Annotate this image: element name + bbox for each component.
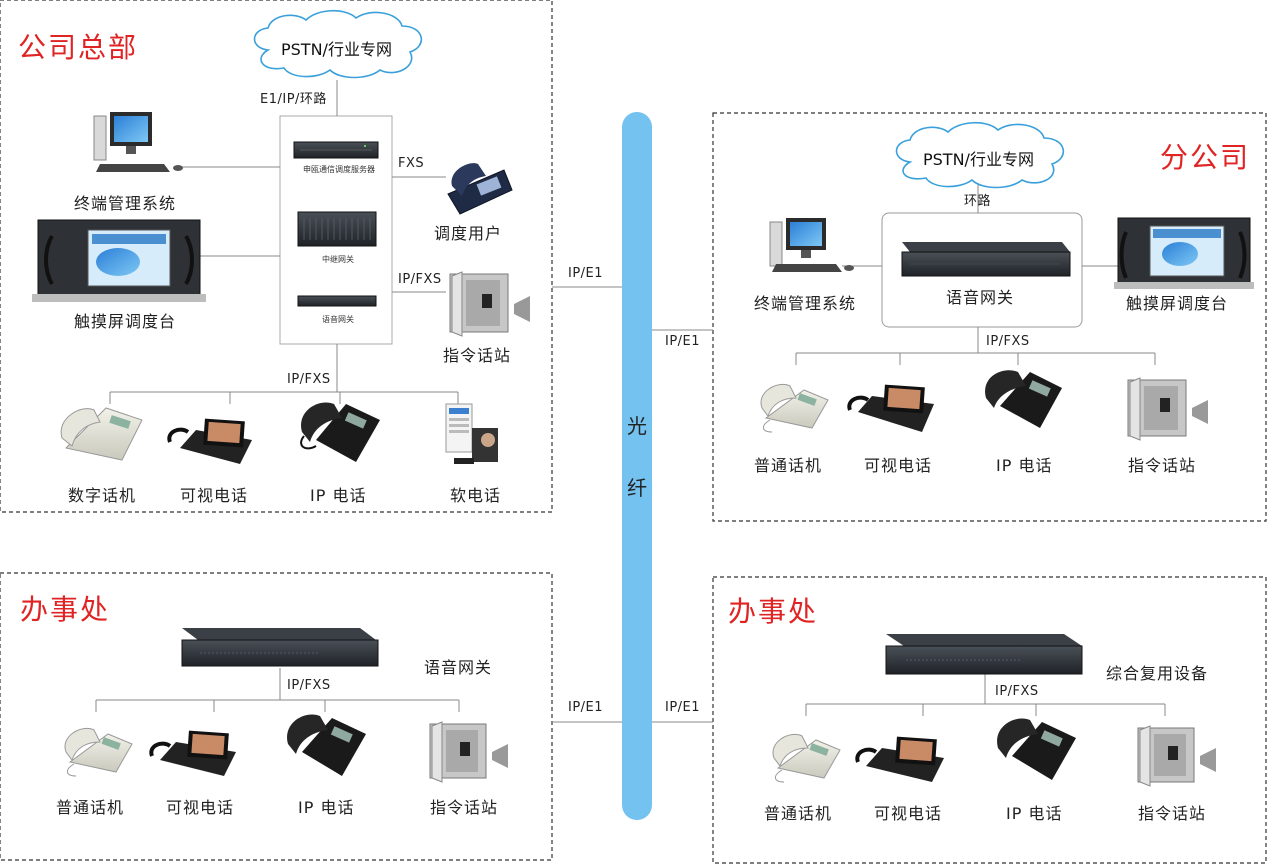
branch-touch-console-label: 触摸屏调度台 [1126, 294, 1229, 313]
hq-video-phone-label: 可视电话 [180, 486, 249, 505]
hq-terminal-mgmt-label: 终端管理系统 [74, 194, 177, 213]
scheduling-server-icon [293, 141, 379, 159]
hq-terminal-computer-icon [93, 112, 183, 172]
hq-touch-console-icon [32, 219, 206, 302]
hq-title: 公司总部 [18, 31, 139, 64]
office-left-video-phone-label: 可视电话 [166, 798, 235, 817]
hq-intercom-icon [449, 271, 530, 337]
office-right-region-border [712, 576, 1267, 864]
office-left-video-phone-icon [149, 730, 236, 776]
fiber-backbone [622, 112, 652, 820]
branch-normal-phone-label: 普通话机 [754, 456, 823, 475]
hq-voice-gateway-label: 语音网关 [322, 315, 354, 324]
hq-ip-phone-label: IP 电话 [310, 486, 367, 505]
branch-title: 分公司 [1160, 141, 1251, 174]
fiber-label-bottom: 纤 [627, 476, 647, 500]
scheduling-server-label: 申瓯通信调度服务器 [303, 165, 375, 174]
trunk-gateway-icon [297, 211, 377, 247]
fxs-label: FXS [398, 156, 425, 171]
branch-intercom-label: 指令话站 [1128, 456, 1197, 475]
trunk-gateway-label: 中继网关 [322, 255, 354, 264]
branch-video-phone-label: 可视电话 [864, 456, 933, 475]
office-left-normal-phone-label: 普通话机 [56, 798, 125, 817]
branch-ip-phone-label: IP 电话 [996, 456, 1053, 475]
hq-ipfxs-bottom-label: IP/FXS [287, 372, 331, 387]
digital-phone-label: 数字话机 [68, 486, 137, 505]
hq-region-border [0, 0, 553, 513]
office-left-normal-phone-icon [64, 728, 133, 777]
branch-ipfxs-label: IP/FXS [986, 334, 1030, 349]
office-left-region-border [0, 572, 553, 861]
hq-voice-gateway-icon [297, 295, 377, 307]
office-right-title: 办事处 [728, 595, 819, 628]
office-left-intercom-icon [429, 721, 508, 783]
branch-terminal-computer-icon [769, 218, 854, 272]
office-right-mux-icon [885, 634, 1083, 675]
office-right-device-label: 综合复用设备 [1106, 664, 1209, 683]
fiber-link-hq-label: IP/E1 [568, 266, 604, 281]
branch-video-phone-icon [847, 384, 934, 432]
branch-touch-console-icon [1114, 217, 1254, 289]
office-right-normal-phone-label: 普通话机 [764, 804, 833, 823]
office-left-gateway-icon [181, 628, 379, 667]
office-right-video-phone-icon [855, 736, 944, 782]
dispatch-phone-icon [447, 163, 513, 215]
soft-phone-icon [445, 403, 498, 464]
hq-cloud-icon [253, 9, 422, 79]
office-right-ipfxs-label: IP/FXS [995, 684, 1039, 699]
fiber-label-top: 光 [627, 414, 647, 438]
office-left-device-label: 语音网关 [424, 658, 493, 677]
branch-terminal-mgmt-label: 终端管理系统 [754, 294, 857, 313]
office-right-normal-phone-icon [772, 734, 841, 783]
soft-phone-label: 软电话 [450, 486, 502, 505]
hq-intercom-label: 指令话站 [443, 346, 512, 365]
office-right-ip-phone-label: IP 电话 [1006, 804, 1063, 823]
hq-ip-phone-icon [300, 402, 380, 462]
office-left-intercom-label: 指令话站 [430, 798, 499, 817]
hq-ipfxs-right-label: IP/FXS [398, 272, 442, 287]
office-left-ipfxs-label: IP/FXS [287, 678, 331, 693]
branch-ip-phone-icon [985, 370, 1062, 428]
office-left-title: 办事处 [20, 593, 111, 626]
hq-uplink-label: E1/IP/环路 [260, 92, 327, 107]
branch-uplink-label: 环路 [964, 194, 992, 209]
fiber-link-office-right-label: IP/E1 [665, 700, 701, 715]
hq-cloud-label: PSTN/行业专网 [281, 40, 392, 59]
branch-voice-gateway-icon [901, 242, 1071, 277]
dispatch-user-label: 调度用户 [434, 224, 503, 243]
office-right-intercom-label: 指令话站 [1138, 804, 1207, 823]
office-left-ip-phone-icon [287, 714, 366, 776]
office-left-ip-phone-label: IP 电话 [298, 798, 355, 817]
branch-cloud-label: PSTN/行业专网 [923, 150, 1034, 169]
branch-intercom-icon [1127, 377, 1208, 441]
branch-normal-phone-icon [760, 384, 829, 433]
office-right-video-phone-label: 可视电话 [874, 804, 943, 823]
office-right-intercom-icon [1137, 725, 1216, 787]
branch-cloud-icon [895, 121, 1064, 189]
fiber-link-office-left-label: IP/E1 [568, 700, 604, 715]
hq-touch-console-label: 触摸屏调度台 [74, 312, 177, 331]
hq-video-phone-icon [167, 418, 252, 464]
fiber-link-branch-label: IP/E1 [665, 334, 701, 349]
branch-voice-gateway-label: 语音网关 [946, 288, 1015, 307]
office-right-ip-phone-icon [997, 718, 1076, 780]
branch-region-border [712, 112, 1267, 522]
digital-phone-icon [60, 407, 143, 461]
